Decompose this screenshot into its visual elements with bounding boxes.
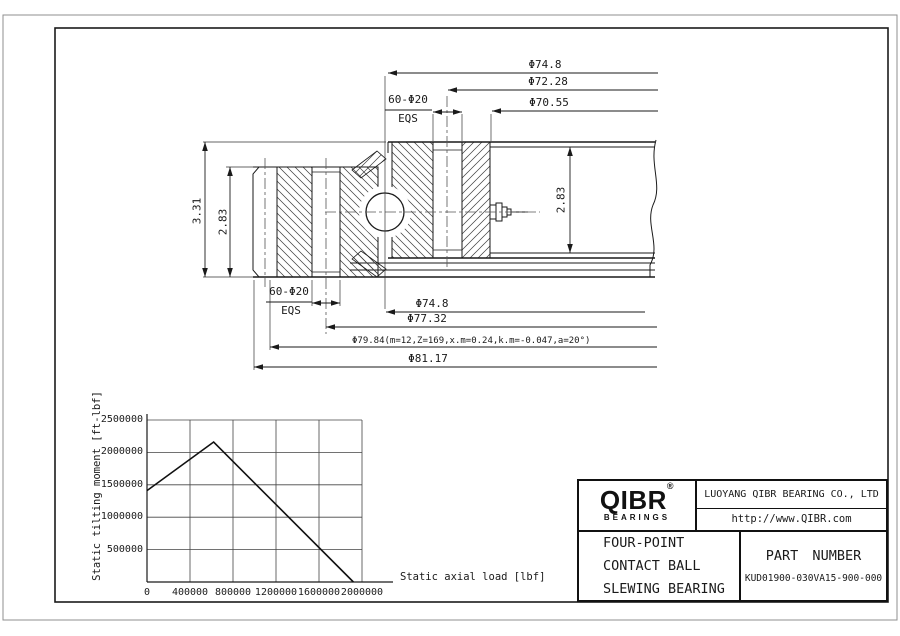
chart-x-axis-label: Static axial load [lbf] bbox=[400, 571, 546, 583]
y-tick-label: 2000000 bbox=[100, 446, 143, 458]
product-line-3: SLEWING BEARING bbox=[603, 581, 725, 597]
y-tick-label: 500000 bbox=[106, 543, 143, 555]
dim-top-eqs: EQS bbox=[398, 112, 418, 125]
company-name: LUOYANG QIBR BEARING CO., LTD bbox=[697, 481, 886, 509]
inner-ring-left-section bbox=[276, 166, 313, 278]
y-tick-label: 2500000 bbox=[100, 414, 143, 425]
x-tick-label: 0 bbox=[143, 587, 151, 598]
dim-bottom-eqs: EQS bbox=[281, 304, 301, 317]
company-website: http://www.QIBR.com bbox=[731, 513, 852, 526]
title-block-bottom-row: FOUR-POINT CONTACT BALL SLEWING BEARING … bbox=[579, 532, 886, 600]
dim-top-74-8: Φ74.8 bbox=[528, 58, 562, 71]
break-line bbox=[649, 139, 658, 277]
logo-word: QIBR bbox=[599, 484, 667, 515]
dim-left-3-31: 3.31 bbox=[190, 197, 204, 225]
part-number-value: KUD01900-030VA15-900-000 bbox=[744, 573, 883, 584]
dim-top-72-28: Φ72.28 bbox=[528, 75, 568, 88]
bearing-cross-section bbox=[252, 139, 658, 278]
product-description: FOUR-POINT CONTACT BALL SLEWING BEARING bbox=[579, 532, 741, 600]
y-tick-label: 1500000 bbox=[100, 478, 143, 490]
brand-logo: QIBR® BEARINGS bbox=[579, 481, 697, 530]
dim-bottom-81-17: Φ81.17 bbox=[408, 352, 448, 365]
dim-top-bolt: 60-Φ20 bbox=[388, 93, 428, 106]
part-number-cell: PART NUMBER KUD01900-030VA15-900-000 bbox=[741, 532, 886, 600]
extension-lines bbox=[203, 76, 492, 370]
dim-bottom-74-8: Φ74.8 bbox=[415, 297, 449, 310]
qibr-logo-text: QIBR® bbox=[600, 481, 674, 513]
dim-left-2-83: 2.83 bbox=[216, 208, 230, 236]
dim-bottom-gear: Φ79.84(m=12,Z=169,x.m=0.24,k.m=-0.047,a=… bbox=[352, 336, 591, 346]
dim-right-2-83: 2.83 bbox=[554, 186, 568, 214]
centerlines bbox=[264, 96, 540, 334]
dimension-lines bbox=[202, 70, 658, 370]
registered-mark-icon: ® bbox=[666, 480, 675, 491]
dim-bottom-77-32: Φ77.32 bbox=[407, 312, 447, 325]
title-block-top-row: QIBR® BEARINGS LUOYANG QIBR BEARING CO.,… bbox=[579, 481, 886, 532]
outer-ring-right-section bbox=[461, 141, 491, 259]
lower-seal bbox=[351, 250, 387, 278]
inner-border-frame bbox=[54, 27, 889, 603]
upper-seal bbox=[351, 150, 387, 179]
x-tick-label: 2000000 bbox=[340, 587, 384, 598]
x-tick-label: 400000 bbox=[171, 587, 209, 598]
part-number-label: PART NUMBER bbox=[765, 548, 862, 564]
x-tick-label: 1200000 bbox=[254, 587, 298, 598]
x-tick-label: 1600000 bbox=[297, 587, 341, 598]
logo-subtitle: BEARINGS bbox=[603, 513, 671, 523]
product-line-1: FOUR-POINT bbox=[603, 535, 685, 551]
capacity-curve bbox=[146, 440, 354, 583]
product-line-2: CONTACT BALL bbox=[603, 558, 701, 574]
y-tick-label: 1000000 bbox=[100, 511, 143, 523]
load-chart bbox=[146, 414, 393, 583]
dim-top-70-55: Φ70.55 bbox=[529, 96, 569, 109]
x-tick-label: 800000 bbox=[214, 587, 252, 598]
outer-border-frame bbox=[2, 14, 898, 621]
title-block: QIBR® BEARINGS LUOYANG QIBR BEARING CO.,… bbox=[577, 479, 888, 602]
company-cell: LUOYANG QIBR BEARING CO., LTD http://www… bbox=[697, 481, 886, 530]
dim-bottom-bolt: 60-Φ20 bbox=[269, 285, 309, 298]
